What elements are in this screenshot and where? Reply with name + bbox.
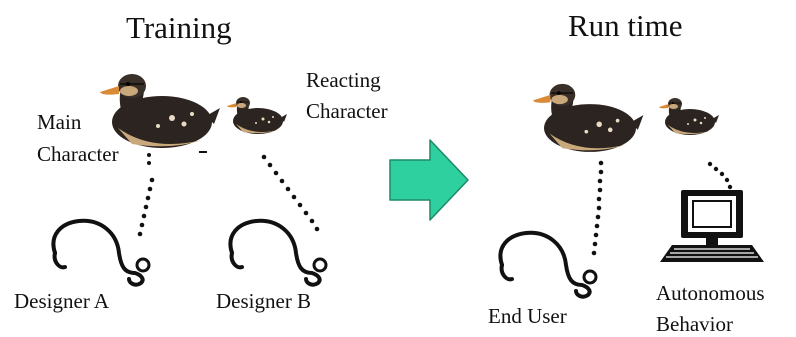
label-reacting-line2: Character	[306, 99, 388, 123]
heading-training: Training	[126, 10, 232, 45]
heading-runtime: Run time	[568, 8, 683, 43]
label-end-user: End User	[488, 304, 567, 328]
label-main-line2: Character	[37, 142, 119, 166]
designer-a-head-icon	[51, 218, 151, 287]
label-designer-b: Designer B	[216, 289, 312, 313]
computer-icon	[660, 190, 764, 262]
label-behavior: Behavior	[656, 312, 733, 336]
label-reacting-line1: Reacting	[306, 68, 381, 92]
label-autonomous: Autonomous	[656, 281, 765, 305]
runtime-reacting-duck-icon	[658, 97, 720, 136]
end-user-head-icon	[498, 230, 598, 299]
label-designer-a: Designer A	[14, 289, 110, 313]
reacting-character-duck-icon	[226, 96, 288, 135]
dotted-link-designer-b	[261, 154, 320, 232]
main-character-duck-icon	[99, 73, 221, 149]
arrow-right-icon	[389, 139, 469, 221]
label-main-line1: Main	[37, 110, 82, 134]
dotted-link-end-user	[591, 160, 604, 256]
runtime-main-duck-icon	[532, 82, 645, 153]
designer-b-head-icon	[228, 218, 328, 287]
dotted-link-computer	[707, 161, 733, 190]
dotted-link-designer-a	[137, 177, 155, 237]
